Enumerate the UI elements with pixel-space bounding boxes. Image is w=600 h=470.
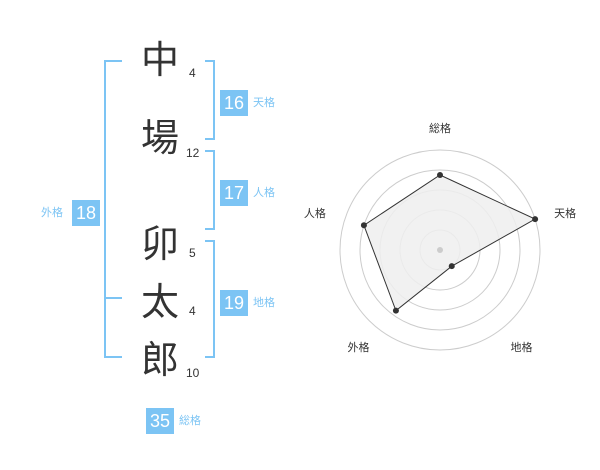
stroke-count-5: 10 [186,366,200,380]
gaikaku-bracket-bottom [104,356,122,358]
gaikaku-badge: 18 [72,200,100,226]
stroke-count-2: 12 [186,146,200,160]
name-char-4: 太 [140,280,179,324]
chikaku-bracket-bottom [205,356,215,358]
radar-axis-label-2: 天格 [554,206,576,220]
radar-axis-label-5: 人格 [304,206,326,220]
radar-point-3 [448,263,455,270]
stroke-count-1: 4 [189,66,196,80]
radar-grid-ring [359,169,521,331]
radar-grid-ring [339,149,541,351]
name-char-5: 郎 [140,338,179,382]
tenkaku-bracket-bottom [205,138,215,140]
radar-series-area [363,174,537,312]
jinkaku-label: 人格 [253,186,275,199]
tenkaku-label: 天格 [253,96,275,109]
name-char-2: 場 [140,116,179,160]
radar-center-dot [437,247,443,253]
jinkaku-bracket-line [213,150,215,230]
jinkaku-bracket-top [205,150,215,152]
chikaku-bracket-line [213,240,215,358]
name-char-3: 卯 [140,222,179,266]
tenkaku-bracket-line [213,60,215,140]
jinkaku-bracket-bottom [205,228,215,230]
stroke-count-4: 4 [189,304,196,318]
name-char-1: 中 [140,38,179,82]
chikaku-bracket-top [205,240,215,242]
radar-point-5 [360,222,367,229]
tenkaku-bracket-top [205,60,215,62]
radar-point-2 [532,216,539,223]
gaikaku-bracket-mid [104,297,122,299]
stroke-count-3: 5 [189,246,196,260]
radar-point-1 [437,172,443,178]
soukaku-label: 総格 [179,414,201,427]
radar-axis-label-1: 総格 [429,121,451,135]
radar-axis-label-3: 地格 [511,340,533,354]
gaikaku-bracket-top [104,60,122,62]
tenkaku-badge: 16 [220,90,248,116]
gaikaku-bracket-line [104,60,106,358]
radar-point-4 [392,307,399,314]
radar-axis-label-4: 外格 [347,340,369,354]
gaikaku-label: 外格 [41,206,63,219]
chikaku-badge: 19 [220,290,248,316]
soukaku-badge: 35 [146,408,174,434]
jinkaku-badge: 17 [220,180,248,206]
chikaku-label: 地格 [253,296,275,309]
